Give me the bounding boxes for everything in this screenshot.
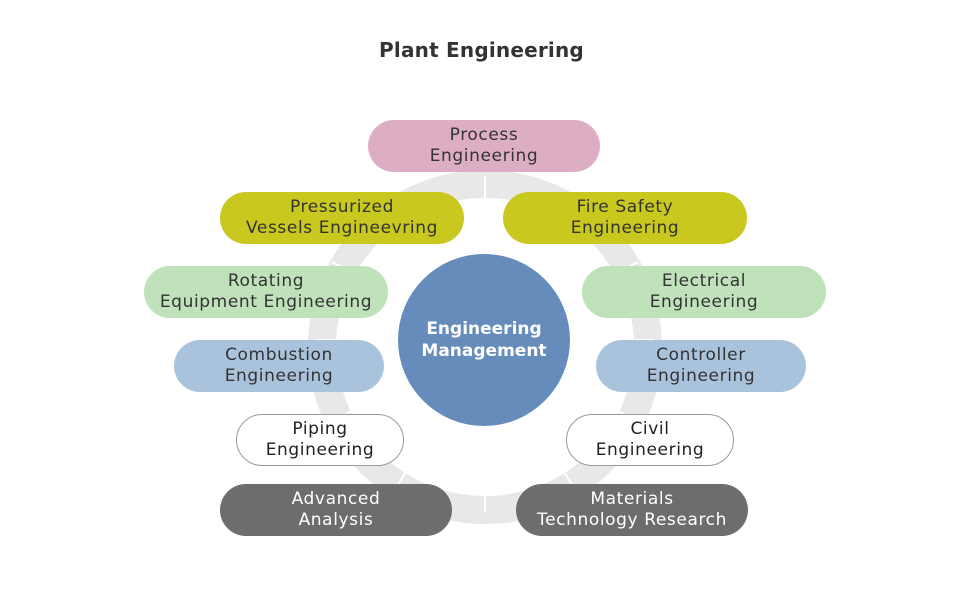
diagram-title: Plant Engineering [379, 38, 584, 62]
node-combustion-engineering: Combustion Engineering [174, 340, 384, 392]
hub-engineering-management: Engineering Management [398, 254, 570, 426]
node-piping-engineering: Piping Engineering [236, 414, 404, 466]
node-civil-engineering: Civil Engineering [566, 414, 734, 466]
node-fire-safety-engineering: Fire Safety Engineering [503, 192, 747, 244]
node-electrical-engineering: Electrical Engineering [582, 266, 826, 318]
node-pressurized-vessels-engineering: Pressurized Vessels Engineevring [220, 192, 464, 244]
node-advanced-analysis: Advanced Analysis [220, 484, 452, 536]
node-materials-technology-research: Materials Technology Research [516, 484, 748, 536]
node-controller-engineering: Controller Engineering [596, 340, 806, 392]
node-process-engineering: Process Engineering [368, 120, 600, 172]
node-rotating-equipment-engineering: Rotating Equipment Engineering [144, 266, 388, 318]
